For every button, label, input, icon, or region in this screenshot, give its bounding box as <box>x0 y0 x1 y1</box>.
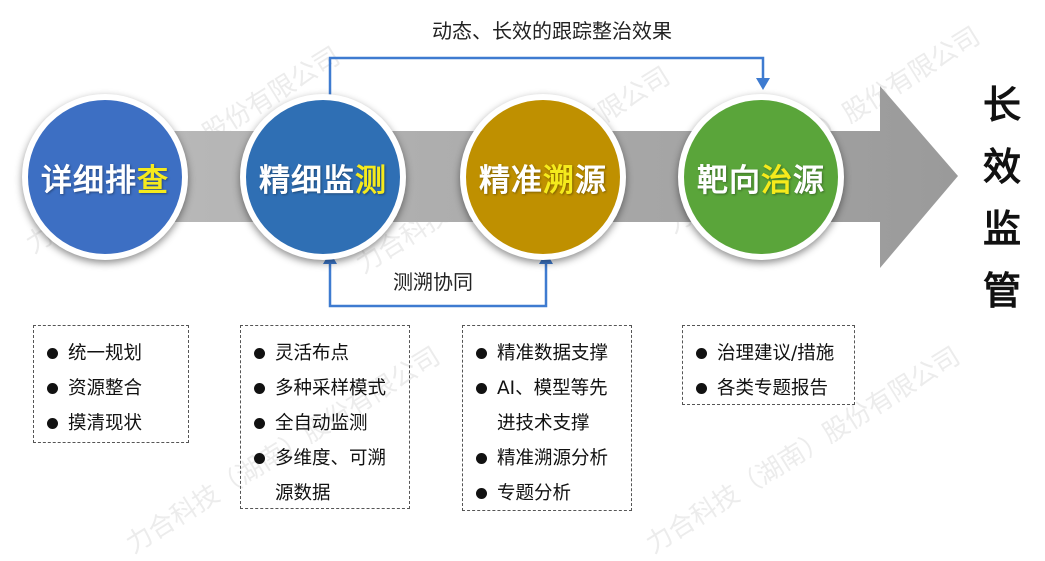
tracing-details-box: 精准数据支撑 AI、模型等先进技术支撑 精准溯源分析 专题分析 <box>462 325 632 511</box>
collaboration-caption: 测溯协同 <box>393 270 473 294</box>
list-item: 精准溯源分析 <box>475 441 625 476</box>
list-item: 统一规划 <box>46 336 182 371</box>
list-item: 专题分析 <box>475 476 625 511</box>
diagram-canvas: 力合科技（湖南）股份有限公司 力合科技（湖南）股份有限公司 力合科技（湖南）股份… <box>21 19 1021 560</box>
stage-label: 靶向治源 <box>697 162 825 199</box>
list-item: 各类专题报告 <box>695 371 848 406</box>
result-title: 长 效 监 管 <box>982 83 1021 313</box>
list-item: 灵活布点 <box>253 336 403 371</box>
treatment-details-box: 治理建议/措施 各类专题报告 <box>682 325 855 405</box>
stage-detailed-survey: 详细排查 <box>22 94 188 260</box>
monitoring-details-box: 灵活布点 多种采样模式 全自动监测 多维度、可溯源数据 <box>240 325 410 509</box>
list-item: AI、模型等先进技术支撑 <box>475 371 625 441</box>
stage-label: 精细监测 <box>259 162 387 199</box>
feedback-connector <box>328 56 765 97</box>
stage-precise-tracing: 精准溯源 <box>460 94 626 260</box>
list-item: 多种采样模式 <box>253 371 403 406</box>
list-item: 资源整合 <box>46 371 182 406</box>
list-item: 全自动监测 <box>253 406 403 441</box>
list-item: 摸清现状 <box>46 406 182 441</box>
survey-details-box: 统一规划 资源整合 摸清现状 <box>33 325 189 443</box>
stage-targeted-treatment: 靶向治源 <box>678 94 844 260</box>
list-item: 治理建议/措施 <box>695 336 848 371</box>
stage-label: 精准溯源 <box>479 162 607 199</box>
list-item: 多维度、可溯源数据 <box>253 441 403 511</box>
stage-fine-monitoring: 精细监测 <box>240 94 406 260</box>
collaboration-connector <box>328 262 548 308</box>
stage-label: 详细排查 <box>41 162 169 199</box>
list-item: 精准数据支撑 <box>475 336 625 371</box>
feedback-caption: 动态、长效的跟踪整治效果 <box>432 19 672 43</box>
